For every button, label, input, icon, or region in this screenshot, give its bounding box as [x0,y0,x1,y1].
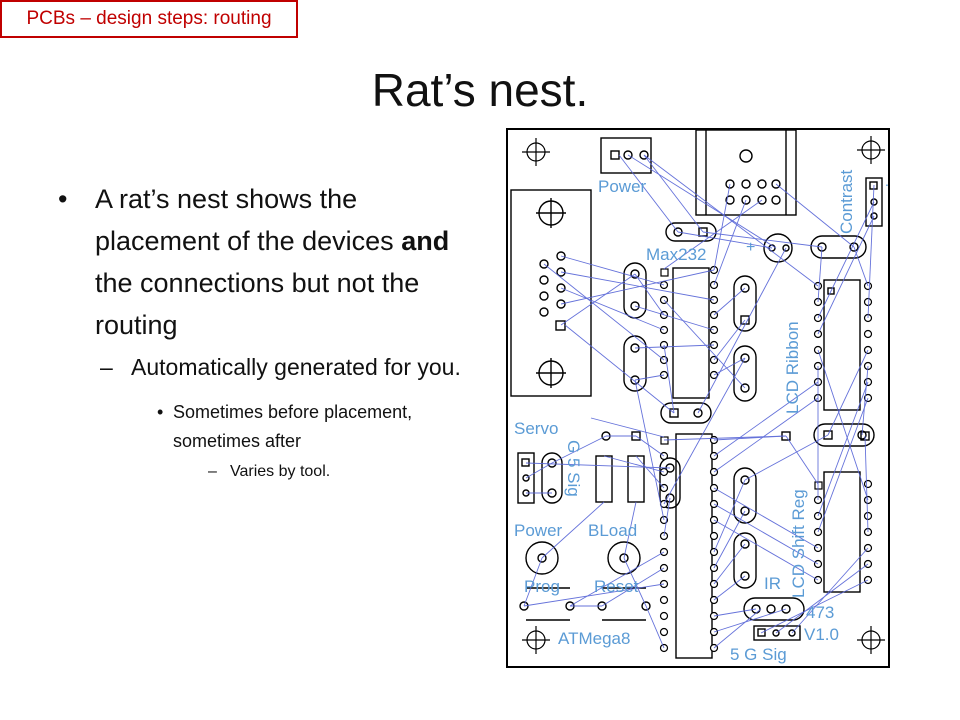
bullet-list: • A rat’s nest shows the placement of th… [58,178,468,486]
slide-title: Rat’s nest. [371,64,589,116]
label-contrast: Contrast [837,169,856,234]
label-lcd-shift-reg: LCD Shift Reg [789,489,808,598]
bullet-text: Varies by tool. [230,463,331,480]
bullet-level-3: • Sometimes before placement, sometimes … [58,398,463,456]
label-ir: IR [764,574,781,593]
bullet-level-2: – Automatically generated for you. [58,350,468,384]
section-tag: PCBs – design steps: routing [0,0,298,38]
label-lcd-ribbon: LCD Ribbon [783,321,802,414]
bullet-text-post: the connections but not the routing [95,268,420,340]
label-dot: . [885,173,889,189]
label-power-top: Power [598,177,647,196]
pcb-labels: Power Max232 + Contrast . LCD Ribbon Ser… [514,169,889,664]
label-reset: Reset [594,577,639,596]
mounting-holes [522,136,885,654]
label-servo: Servo [514,419,558,438]
dash-icon: – [100,354,113,380]
bullet-dot-icon: • [58,184,68,214]
bullet-text: Sometimes before placement, sometimes af… [173,402,413,451]
bullet-level-1: • A rat’s nest shows the placement of th… [58,178,468,346]
label-5g-sig: 5 G Sig [730,645,787,664]
label-g5sig-vertical: G 5 Sig [564,440,583,497]
label-max232: Max232 [646,245,706,264]
label-plus: + [746,239,755,256]
label-v10: V1.0 [804,625,839,644]
dash-icon: – [208,463,217,480]
bullet-level-4: – Varies by tool. [58,458,468,486]
bullet-text-bold: and [401,226,450,256]
label-bload: BLoad [588,521,637,540]
bullet-dot-icon: • [157,402,164,422]
bullet-text-pre: A rat’s nest shows the placement of the … [95,184,402,256]
label-power-bottom: Power [514,521,563,540]
components [510,129,883,659]
pcb-ratsnest-image: Power Max232 + Contrast . LCD Ribbon Ser… [506,128,890,668]
label-473: 473 [806,603,834,622]
label-prog: Prog [524,577,560,596]
label-atmega8: ATMega8 [558,629,630,648]
ratsnest-lines [523,154,875,649]
bullet-text: Automatically generated for you. [131,354,461,380]
